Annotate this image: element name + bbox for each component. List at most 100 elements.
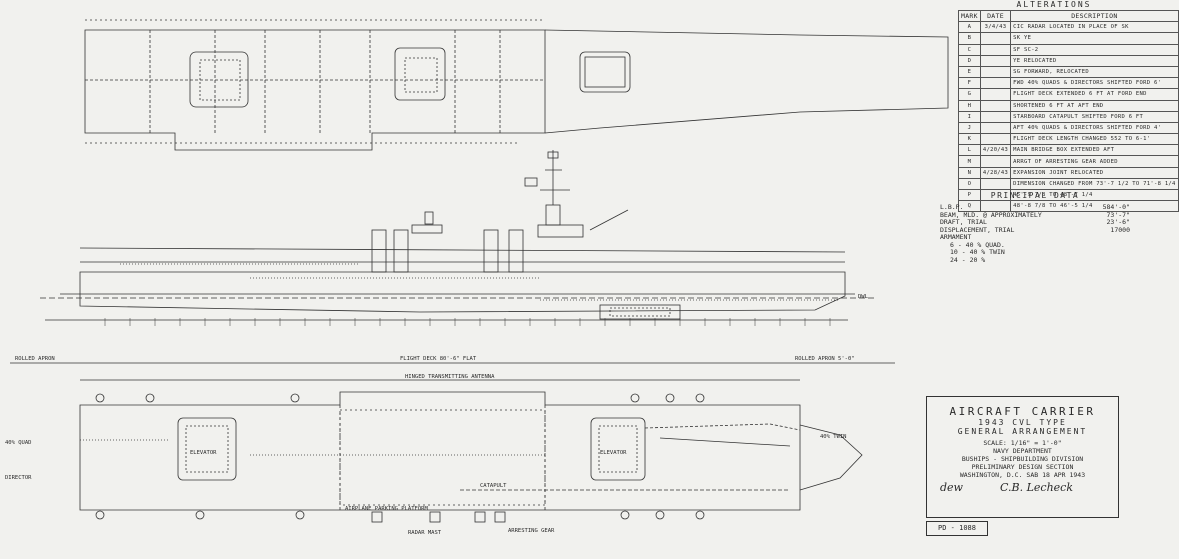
alteration-mark: F [958,77,981,90]
alteration-row: I STARBOARD CATAPULT SHIFTED FORD 6 FT [958,110,1179,123]
alteration-desc: MAIN BRIDGE BOX EXTENDED AFT [1010,144,1179,157]
alteration-mark: J [958,121,981,135]
alteration-desc: STARBOARD CATAPULT SHIFTED FORD 6 FT [1010,110,1179,123]
alterations-header-row: MARK DATE DESCRIPTION [958,9,1179,23]
bureau-text: BUSHIPS - SHIPBUILDING DIVISION [961,455,1084,463]
alteration-mark: C [958,43,981,56]
place-text: WASHINGTON, D.C. [959,471,1023,479]
alteration-desc: ARRGT OF ARRESTING GEAR ADDED [1010,155,1179,168]
alteration-date [979,110,1012,123]
alteration-date [979,77,1012,90]
scale-text: SCALE: 1/16" = 1'-0" [983,439,1062,447]
armament-item: 10 - 40 % TWIN [950,248,1005,256]
alteration-row: J AFT 40% QUADS & DIRECTORS SHIFTED FORD … [958,121,1179,135]
principal-data-rows: L.B.P.584'-0"BEAM, MLD. @ APPROXIMATELY 7… [940,203,1130,235]
principal-data-value: 23'-6" [1106,218,1130,226]
twin-label: 40% TWIN [820,434,847,440]
alteration-row: O DIMENSION CHANGED FROM 73'-7 1/2 TO 71'… [958,177,1179,191]
dept-text: NAVY DEPARTMENT [993,447,1052,455]
place-date-line: WASHINGTON, D.C. SAB 18 APR 1943 [927,471,1118,479]
principal-data: PRINCIPAL DATA L.B.P.584'-0"BEAM, MLD. @… [940,191,1130,264]
hinged-antenna-label: HINGED TRANSMITTING ANTENNA [405,374,495,380]
alteration-date [979,133,1012,146]
alteration-mark: O [958,177,981,191]
arresting-gear-label: ARRESTING GEAR [508,528,555,534]
principal-data-row: L.B.P.584'-0" [940,203,1130,212]
section-text: PRELIMINARY DESIGN SECTION [971,463,1074,471]
alteration-desc: FLIGHT DECK LENGTH CHANGED 552 TO 6-1' [1010,133,1179,146]
title-line-3: GENERAL ARRANGEMENT [957,427,1088,436]
initials-text: SAB [1026,471,1039,479]
alteration-date [979,99,1012,112]
alteration-desc: SHORTENED 6 FT AT AFT END [1010,99,1179,112]
alteration-date [979,121,1012,135]
principal-data-value: 17000 [1110,225,1130,234]
alteration-row: G FLIGHT DECK EXTENDED 6 FT AT FORD END [958,88,1179,101]
principal-data-value: 73'-7" [1106,210,1130,219]
armament-label-row: ARMAMENT [940,233,1130,242]
alteration-desc: FLIGHT DECK EXTENDED 6 FT AT FORD END [1010,88,1179,101]
director-label: DIRECTOR [5,475,32,481]
alteration-mark: K [958,133,981,146]
alteration-mark: N [958,166,981,179]
alteration-mark: H [958,99,981,112]
alteration-mark: G [958,88,981,101]
top-plan [84,19,949,151]
alteration-date [979,65,1012,79]
alteration-mark: A [958,21,981,34]
col-description: DESCRIPTION [1010,9,1179,23]
alteration-date [979,177,1012,191]
principal-data-label: BEAM, MLD. @ APPROXIMATELY [940,210,1042,219]
alteration-desc: DIMENSION CHANGED FROM 73'-7 1/2 TO 71'-… [1010,177,1179,191]
alteration-desc: 45'-9 7/8 TO 48'-7 1/4 [1010,188,1179,202]
alterations-title: ALTERATIONS [1016,0,1092,9]
dwl-label: DWL [858,294,868,300]
alteration-desc: EXPANSION JOINT RELOCATED [1010,166,1179,179]
alteration-row: K FLIGHT DECK LENGTH CHANGED 552 TO 6-1' [958,133,1179,146]
date-text: 18 APR 1943 [1042,471,1086,479]
radar-mast-label: RADAR MAST [408,530,442,536]
alteration-mark: L [958,144,981,157]
alteration-desc: AFT 40% QUADS & DIRECTORS SHIFTED FORD 4… [1010,121,1179,135]
side-profile [40,150,875,326]
principal-data-row: BEAM, MLD. @ APPROXIMATELY 73'-7" [940,210,1130,220]
alteration-mark: M [958,155,981,168]
alteration-mark: I [958,110,981,123]
col-mark: MARK [958,9,981,23]
rolled-apron-fwd-label: ROLLED APRON 5'-0" [795,356,855,362]
airplane-parking-label: AIRPLANE PARKING PLATFORM [345,506,428,512]
principal-data-row: DISPLACEMENT, TRIAL 17000 [940,225,1130,235]
signature-2: C.B. Lecheck [1000,481,1073,494]
principal-data-label: L.B.P. [940,203,964,211]
alteration-date [979,200,1012,213]
alteration-date [979,155,1012,168]
alteration-mark: B [958,32,981,45]
alteration-date: 3/4/43 [979,21,1012,34]
quad-label: 40% QUAD [5,440,32,446]
title-block: AIRCRAFT CARRIER 1943 CVL TYPE GENERAL A… [926,396,1119,518]
alteration-desc: CIC RADAR LOCATED IN PLACE OF SK [1010,21,1179,34]
principal-data-title: PRINCIPAL DATA [990,191,1080,200]
title-line-1: AIRCRAFT CARRIER [949,405,1096,418]
alteration-date: 4/28/43 [979,166,1012,179]
armament-item: 24 - 20 % [950,255,986,264]
alteration-row: M ARRGT OF ARRESTING GEAR ADDED [958,155,1179,168]
rolled-apron-aft-label: ROLLED APRON [15,356,55,362]
alteration-desc: FWD 40% QUADS & DIRECTORS SHIFTED FORD 6… [1010,77,1179,90]
elevator-aft-label: ELEVATOR [190,450,217,456]
principal-data-label: DISPLACEMENT, TRIAL [940,225,1015,234]
alteration-mark: E [958,65,981,79]
col-date: DATE [979,9,1012,23]
